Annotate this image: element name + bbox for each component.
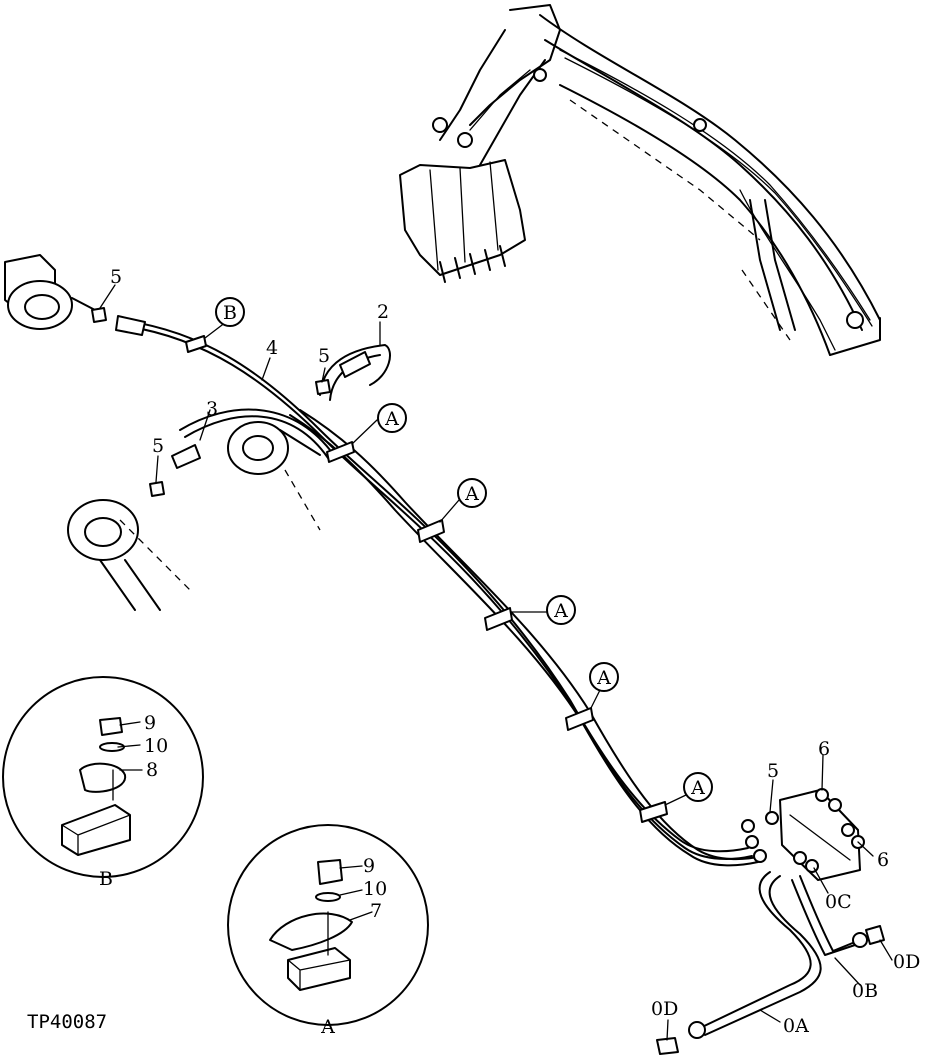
- part-label-5: 5: [767, 760, 779, 782]
- part-label-9: 9: [144, 712, 156, 734]
- upper-left-cylinder-end: [4, 254, 96, 330]
- part-label-5: 5: [318, 345, 330, 367]
- part-label-3: 3: [206, 398, 218, 420]
- callout-a-text: A: [384, 408, 399, 430]
- detail-view-b: [2, 676, 204, 878]
- part-label-4: 4: [266, 337, 278, 359]
- port-label-0a: 0A: [783, 1015, 809, 1037]
- part-label-5: 5: [152, 435, 164, 457]
- hose-bundle: [115, 315, 763, 867]
- port-label-0d: 0D: [651, 998, 678, 1020]
- part-label-8: 8: [146, 759, 158, 781]
- part-label-2: 2: [377, 301, 389, 323]
- hose-clamps: [185, 335, 668, 823]
- part-label-10: 10: [363, 878, 387, 900]
- port-label-0d: 0D: [893, 951, 920, 973]
- callout-a-text: A: [596, 667, 611, 689]
- callout-a-text: A: [553, 600, 568, 622]
- pilot-tubes: [656, 871, 885, 1055]
- elbow-fittings: [91, 307, 331, 497]
- figure-code: TP40087: [27, 1011, 107, 1033]
- lower-left-cylinder: [67, 499, 191, 611]
- port-labels: 0C 0D 0B 0A 0D: [651, 891, 920, 1037]
- callout-a-bubble-5: A: [683, 772, 713, 802]
- part-label-7: 7: [370, 900, 382, 922]
- callout-a-bubble-3: A: [546, 595, 576, 625]
- callout-b-text: B: [223, 302, 237, 324]
- detail-view-a: [227, 824, 429, 1026]
- detail-a-caption: A: [320, 1016, 335, 1038]
- callout-a-bubble-1: A: [377, 403, 407, 433]
- part-label-6: 6: [877, 849, 889, 871]
- callout-b-bubble: B: [215, 297, 245, 327]
- callout-a-bubble-4: A: [589, 662, 619, 692]
- port-label-0b: 0B: [852, 980, 878, 1002]
- middle-cylinder-end: [227, 421, 321, 531]
- port-label-0c: 0C: [825, 891, 852, 913]
- part-label-5: 5: [110, 266, 122, 288]
- detail-b-caption: B: [99, 868, 113, 890]
- part-label-10: 10: [144, 735, 168, 757]
- callout-a-text: A: [464, 483, 479, 505]
- part-label-9: 9: [363, 855, 375, 877]
- control-valve: [741, 788, 865, 881]
- callout-a-bubble-2: A: [457, 478, 487, 508]
- part-label-6: 6: [818, 738, 830, 760]
- leader-lines: [99, 284, 893, 1041]
- part-number-labels: 5 2 4 5 3 5 5 6 6 9 10 8 9 10 7: [110, 266, 889, 922]
- excavator-boom-drawing: [399, 4, 881, 356]
- callout-a-text: A: [690, 777, 705, 799]
